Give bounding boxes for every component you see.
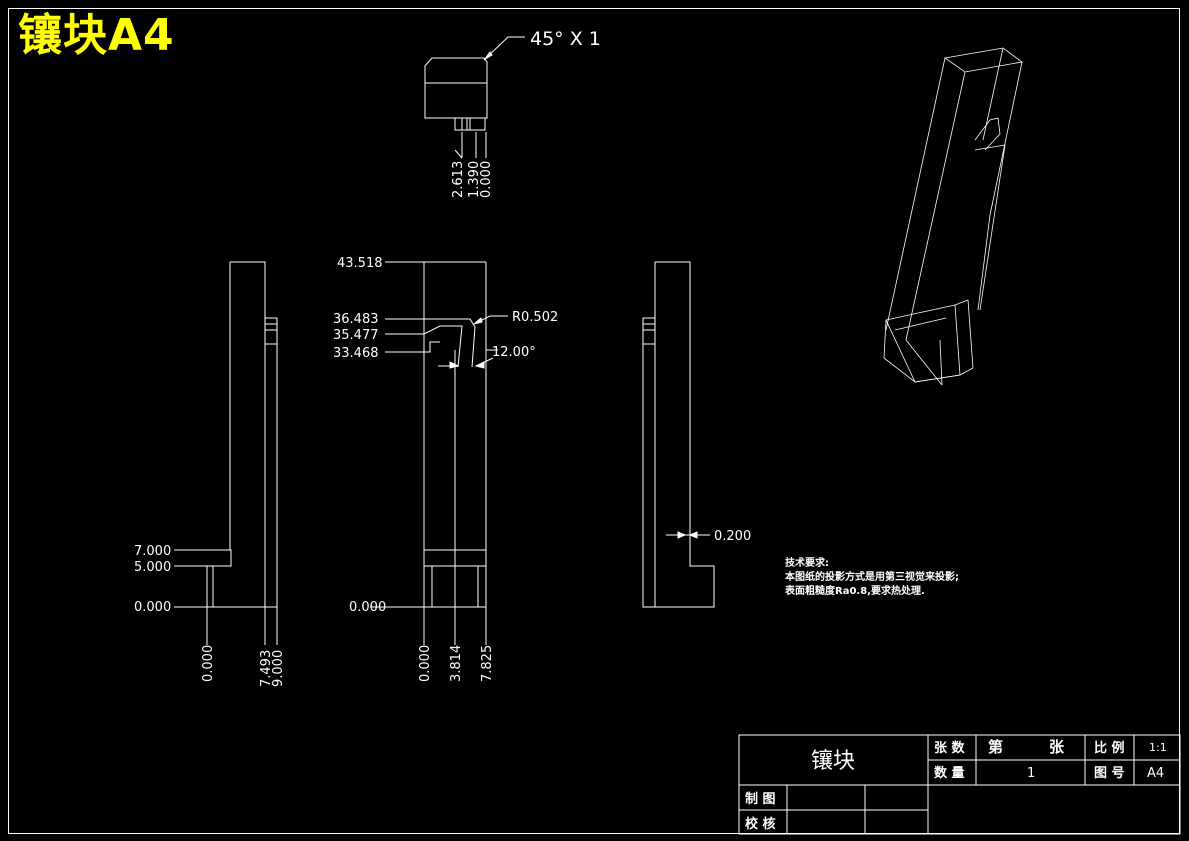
front-ydim-4: 33.468 bbox=[333, 346, 379, 361]
isometric-view bbox=[883, 47, 1023, 386]
right-view bbox=[642, 261, 715, 608]
title-block bbox=[738, 734, 1181, 835]
right-dim: 0.200 bbox=[714, 529, 751, 544]
top-dim-2: 1.390 bbox=[467, 161, 482, 198]
left-ydim-2: 5.000 bbox=[134, 560, 171, 575]
sheets-label: 张 数 bbox=[934, 740, 966, 756]
front-radius: R0.502 bbox=[512, 310, 558, 325]
notes-line-2: 表面粗糙度Ra0.8,要求热处理. bbox=[785, 586, 925, 597]
sheet-no-a: 第 bbox=[988, 738, 1003, 756]
front-ydim-1: 43.518 bbox=[337, 256, 383, 271]
drawing-frame bbox=[8, 8, 1180, 834]
scale-value: 1:1 bbox=[1149, 741, 1167, 754]
left-xdim-1: 0.000 bbox=[201, 645, 216, 682]
front-ydim-5: 0.000 bbox=[349, 600, 386, 615]
sheet-no-b: 张 bbox=[1049, 738, 1065, 756]
front-xdim-3: 7.825 bbox=[480, 645, 495, 682]
left-ydim-1: 7.000 bbox=[134, 544, 171, 559]
left-xdim-2: 7.493 bbox=[259, 650, 274, 687]
part-name: 镶块 bbox=[811, 749, 855, 774]
chamfer-note: 45° X 1 bbox=[530, 28, 601, 50]
front-view bbox=[370, 261, 508, 645]
top-dim-1: 2.613 bbox=[451, 161, 466, 198]
notes-line-1: 本图纸的投影方式是用第三视觉来投影; bbox=[785, 572, 959, 583]
notes-heading: 技术要求: bbox=[785, 558, 829, 569]
front-ydim-3: 35.477 bbox=[333, 328, 379, 343]
front-ydim-2: 36.483 bbox=[333, 312, 379, 327]
qty-value: 1 bbox=[1027, 766, 1035, 781]
checked-label: 校 核 bbox=[745, 816, 776, 832]
drawn-label: 制 图 bbox=[745, 791, 776, 807]
left-xdim-3: 9.000 bbox=[271, 650, 286, 687]
drawing-no-label: 图 号 bbox=[1094, 766, 1125, 781]
drawing-title: 镶块A4 bbox=[18, 10, 175, 61]
top-view bbox=[424, 36, 525, 159]
qty-label: 数 量 bbox=[934, 765, 965, 781]
drawing-no-value: A4 bbox=[1147, 766, 1164, 781]
top-dim-3: 0.000 bbox=[479, 161, 494, 198]
left-view bbox=[174, 261, 278, 645]
scale-label: 比 例 bbox=[1094, 740, 1125, 756]
left-ydim-3: 0.000 bbox=[134, 600, 171, 615]
front-xdim-2: 3.814 bbox=[449, 645, 464, 682]
technical-requirements: 技术要求: 本图纸的投影方式是用第三视觉来投影; 表面粗糙度Ra0.8,要求热处… bbox=[785, 557, 959, 599]
front-xdim-1: 0.000 bbox=[418, 645, 433, 682]
front-angle: 12.00° bbox=[492, 345, 536, 360]
